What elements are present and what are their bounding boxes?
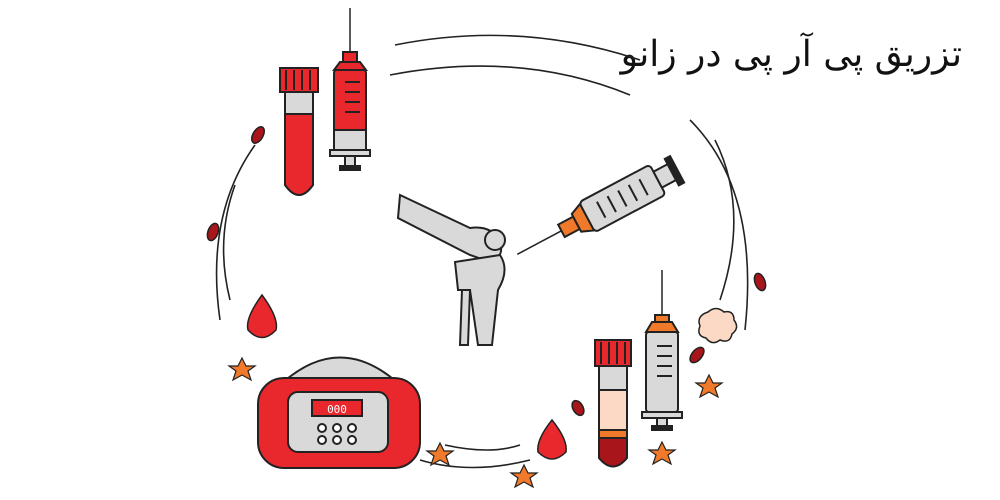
knee-joint-icon [396, 193, 506, 346]
centrifuge-icon [257, 356, 421, 469]
star-icon [227, 356, 724, 489]
platelet-icon [698, 307, 738, 344]
injection-syringe-icon [516, 154, 686, 255]
blood-drop-icon [246, 293, 567, 460]
blood-tube-icon [279, 67, 319, 196]
blood-cell-icon [206, 126, 767, 417]
cycle-arcs [215, 34, 749, 469]
syringe-icon [329, 8, 371, 171]
page-title: تزریق پی آر پی در زانو [620, 34, 962, 75]
centrifuge-display: 000 [327, 403, 347, 416]
prp-tube-icon [594, 339, 632, 468]
syringe-2-icon [641, 270, 683, 431]
